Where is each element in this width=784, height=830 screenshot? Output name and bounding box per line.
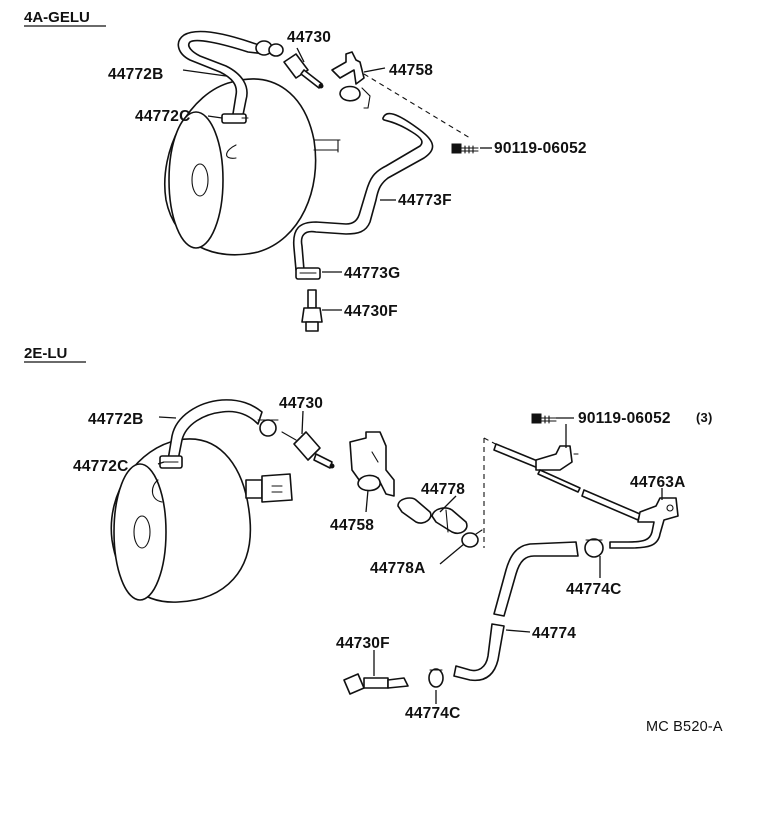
clamp-44778a xyxy=(461,529,483,548)
bolt-90119-top xyxy=(451,143,479,154)
bracket-44758-bottom xyxy=(349,431,395,497)
label-44772c-bottom: 44772C xyxy=(73,458,129,475)
label-44774c-right: 44774C xyxy=(566,581,622,598)
section-title-4a-gelu: 4A-GELU xyxy=(24,9,90,26)
bolt-90119-bottom xyxy=(531,413,557,424)
label-90119-bottom: 90119-06052 xyxy=(578,410,671,427)
label-44778a: 44778A xyxy=(370,560,426,577)
label-90119-top: 90119-06052 xyxy=(494,140,587,157)
label-44730-bottom: 44730 xyxy=(279,395,323,412)
check-valve-44730-top xyxy=(283,53,324,89)
label-44730f-bottom: 44730F xyxy=(336,635,390,652)
clamp-near-valve-bottom xyxy=(257,419,279,437)
clamp-near-valve-top xyxy=(255,40,284,57)
label-44773f-top: 44773F xyxy=(398,192,452,209)
section-title-2e-lu: 2E-LU xyxy=(24,345,67,362)
label-44774: 44774 xyxy=(532,625,576,642)
valve-44730f-bottom xyxy=(343,673,409,695)
hose-44774 xyxy=(453,541,579,682)
label-44758-top: 44758 xyxy=(389,62,433,79)
label-44772c-top: 44772C xyxy=(135,108,191,125)
hose-44772b-bottom xyxy=(167,399,263,461)
brake-booster-bottom xyxy=(110,438,293,603)
tube-44778 xyxy=(397,497,468,535)
figure-code: MC B520-A xyxy=(646,719,723,735)
label-44778: 44778 xyxy=(421,481,465,498)
leaders-top xyxy=(182,47,492,311)
brake-booster-top xyxy=(164,78,341,256)
label-44730-top: 44730 xyxy=(287,29,331,46)
clamp-44774c-bottom xyxy=(428,668,444,688)
check-valve-44730-bottom xyxy=(281,431,335,469)
pipe-44763a xyxy=(493,443,679,549)
label-44772b-top: 44772B xyxy=(108,66,164,83)
clamp-44772c-bottom xyxy=(159,455,183,469)
label-44772b-bottom: 44772B xyxy=(88,411,144,428)
clamp-44773g-top xyxy=(295,267,321,280)
label-44730f-top: 44730F xyxy=(344,303,398,320)
leaders-bottom xyxy=(157,410,663,704)
label-44773g-top: 44773G xyxy=(344,265,400,282)
label-44763a: 44763A xyxy=(630,474,686,491)
leader-dashed-top xyxy=(363,73,471,139)
label-44758-bottom: 44758 xyxy=(330,517,374,534)
bracket-44758-top xyxy=(331,51,371,109)
clamp-44772c-top xyxy=(221,113,249,124)
valve-44730f-top xyxy=(301,289,323,332)
clamp-44774c-right xyxy=(584,538,604,558)
label-90119-qty-bottom: (3) xyxy=(696,410,713,425)
label-44774c-bottom: 44774C xyxy=(405,705,461,722)
